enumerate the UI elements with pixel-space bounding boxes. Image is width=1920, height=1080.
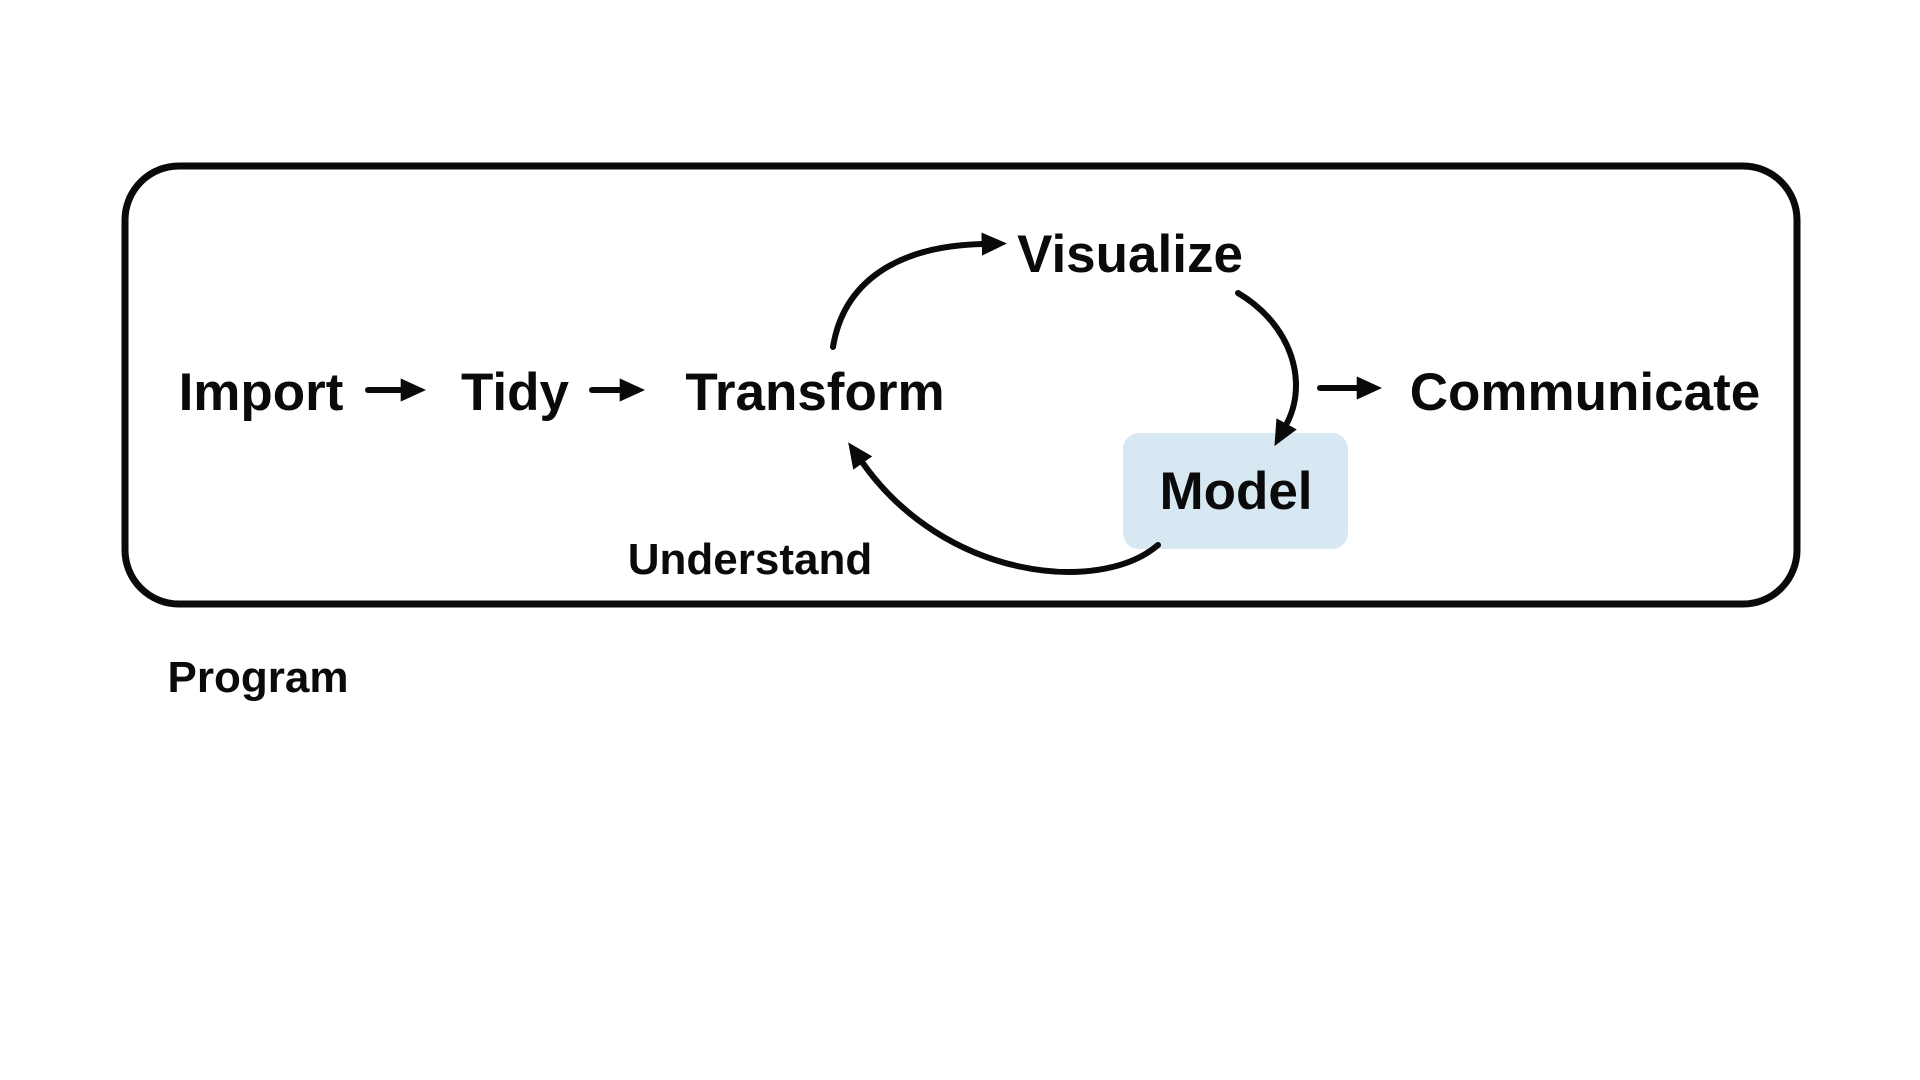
node-import: Import [179,363,344,422]
node-model: Model [1159,462,1312,521]
program-boundary-box [121,162,1801,608]
model-highlight-box [1123,433,1348,549]
node-communicate: Communicate [1410,363,1760,422]
arrow-visualize-to-model [1235,290,1299,447]
label-understand: Understand [628,535,872,584]
node-visualize: Visualize [1017,225,1243,284]
label-program: Program [168,653,349,702]
arrow-model-to-transform [848,442,1161,575]
node-transform: Transform [685,363,944,422]
arrow-transform-to-visualize [830,232,1008,350]
node-tidy: Tidy [461,363,570,422]
